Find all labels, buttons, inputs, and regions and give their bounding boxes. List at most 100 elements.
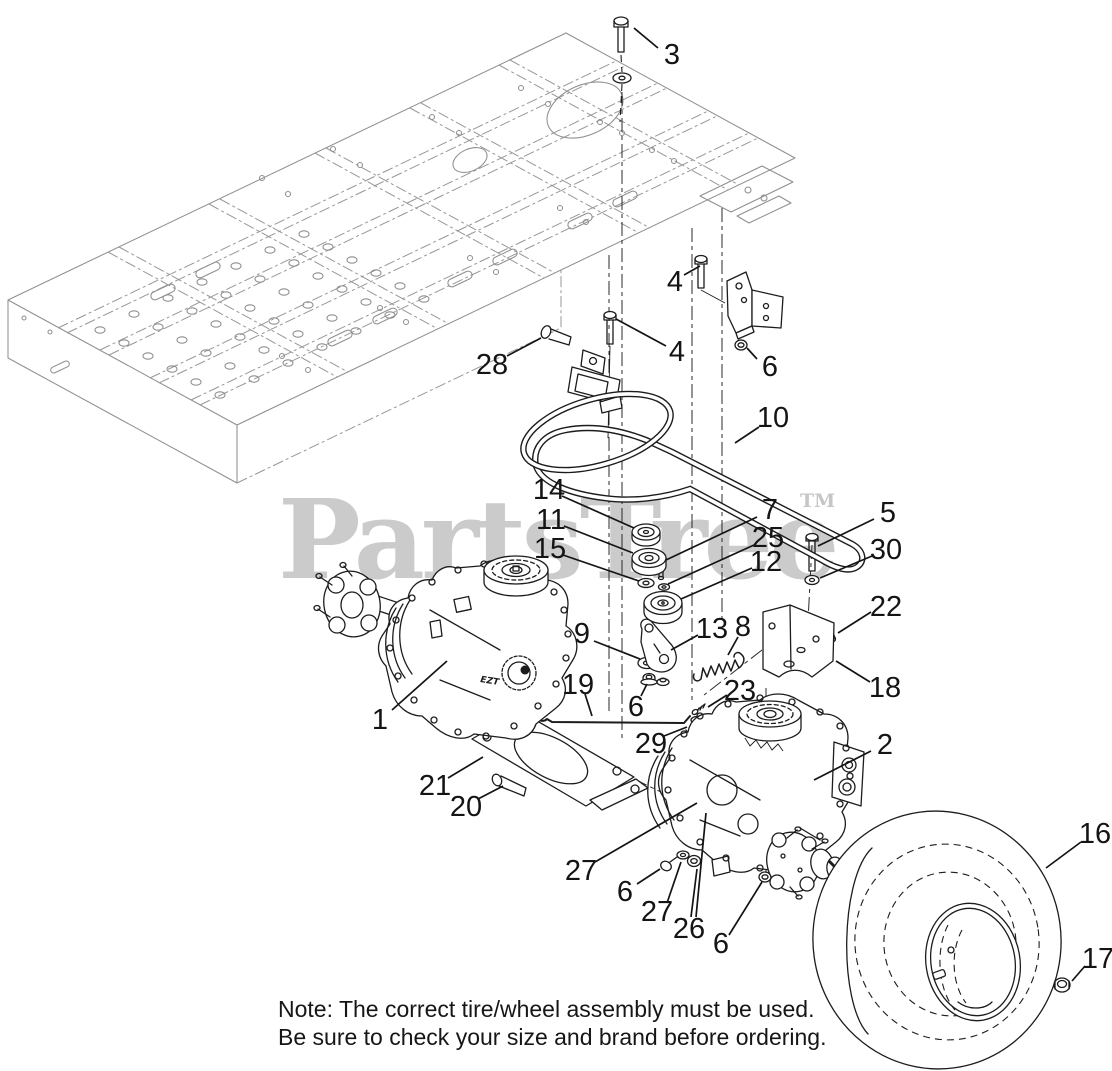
- note-line-1: Note: The correct tire/wheel assembly mu…: [278, 996, 814, 1022]
- pulley-11: [631, 547, 667, 577]
- pulley-stack: [631, 523, 683, 625]
- bolt-28: [540, 325, 572, 346]
- leader-line-6: [728, 881, 763, 936]
- leader-line-15: [562, 554, 640, 582]
- chassis-frame-drawing: [7, 32, 796, 484]
- leader-line-30: [819, 555, 873, 579]
- callout-12: 12: [750, 546, 782, 578]
- callout-2: 2: [877, 729, 893, 761]
- leader-line-26: [690, 868, 698, 918]
- left-transaxle-drawing: EZT: [313, 555, 578, 740]
- leader-line-5: [817, 518, 875, 547]
- wheel-drawing: [812, 810, 1071, 1070]
- callout-15: 15: [534, 533, 566, 565]
- right-transaxle-pulley: [738, 700, 802, 752]
- nut-6-top: [734, 339, 748, 351]
- washer-15: [637, 577, 655, 589]
- callout-30: 30: [870, 534, 902, 566]
- lug-nut-17: [1053, 977, 1071, 993]
- callout-16: 16: [1079, 818, 1111, 850]
- callout-11: 11: [536, 504, 566, 536]
- leader-line-23: [707, 694, 728, 708]
- leader-line-4: [615, 318, 667, 347]
- leader-line-20: [477, 785, 504, 800]
- washer-30: [804, 574, 820, 586]
- callout-6: 6: [762, 351, 778, 383]
- washer-nut-small: [656, 677, 670, 687]
- callout-20: 20: [450, 791, 482, 823]
- callout-1: 1: [372, 704, 388, 736]
- leader-line-29: [663, 726, 688, 737]
- leader-line-2: [813, 750, 872, 781]
- washer-25: [657, 583, 671, 591]
- idler-pulley-12: [643, 590, 683, 625]
- leader-line-4: [683, 265, 701, 276]
- leader-line-1: [391, 660, 448, 711]
- leader-line-19: [584, 693, 593, 717]
- leader-line-8: [727, 636, 739, 656]
- callout-5: 5: [880, 497, 896, 529]
- callout-13: 13: [696, 613, 728, 645]
- leader-line-11: [563, 525, 634, 554]
- floor-plate-holes: [94, 230, 430, 399]
- leader-line-13: [670, 634, 699, 651]
- leader-line-12: [680, 567, 753, 600]
- leader-line-18: [835, 660, 871, 683]
- right-axle-hub: [766, 826, 847, 900]
- nut-6-mid: [640, 672, 658, 686]
- leader-line-6: [640, 683, 648, 697]
- washer-27-a: [676, 850, 690, 860]
- callout-29: 29: [635, 728, 667, 760]
- callout-4: 4: [669, 336, 685, 368]
- callout-28: 28: [476, 349, 508, 381]
- note-line-2: Be sure to check your size and brand bef…: [278, 1024, 827, 1050]
- callout-10: 10: [757, 402, 789, 434]
- watermark-tm: TM: [800, 490, 835, 512]
- callout-9: 9: [574, 618, 590, 650]
- callout-6: 6: [713, 928, 729, 960]
- leader-line-26: [695, 812, 707, 918]
- left-transaxle-pulley: [483, 555, 549, 597]
- idler-arm-13: [640, 618, 677, 673]
- leader-line-16: [1045, 841, 1082, 869]
- idler-bracket-18: [762, 604, 835, 678]
- leader-line-9: [593, 640, 641, 660]
- leader-line-27: [666, 861, 682, 904]
- bolt-20: [491, 773, 527, 797]
- callout-7: 7: [762, 494, 778, 526]
- callout-19: 19: [562, 669, 594, 701]
- bolt-4-lower: [603, 310, 617, 439]
- bolt-5: [805, 532, 819, 572]
- right-transaxle-drawing: [647, 693, 865, 900]
- leader-line-28: [506, 337, 542, 357]
- spring-8: [692, 651, 745, 682]
- callout-14: 14: [533, 474, 565, 506]
- callout-27: 27: [641, 896, 673, 928]
- callout-23: 23: [724, 675, 756, 707]
- callout-3: 3: [664, 39, 680, 71]
- callout-6: 6: [617, 876, 633, 908]
- transaxle-marking: EZT: [480, 675, 501, 688]
- leader-line-10: [734, 426, 760, 444]
- leader-line-6: [746, 347, 758, 360]
- leader-line-21: [447, 756, 484, 779]
- leader-line-7: [665, 516, 758, 561]
- screw-23: [691, 703, 706, 716]
- bolt-6-bottom-left: [660, 856, 678, 872]
- callout-6: 6: [628, 691, 644, 723]
- bolt-4-upper: [694, 254, 726, 304]
- note: Note: The correct tire/wheel assembly mu…: [278, 996, 827, 1050]
- frame-slots: [50, 190, 638, 374]
- leader-line-22: [837, 611, 872, 634]
- leader-line-14: [561, 495, 635, 529]
- nut-26: [686, 854, 702, 868]
- bolt-3: [612, 16, 632, 123]
- callout-17: 17: [1082, 943, 1112, 975]
- leader-line-25: [667, 544, 755, 585]
- leader-line-17: [1071, 965, 1086, 982]
- callout-22: 22: [870, 591, 902, 623]
- callout-26: 26: [673, 913, 705, 945]
